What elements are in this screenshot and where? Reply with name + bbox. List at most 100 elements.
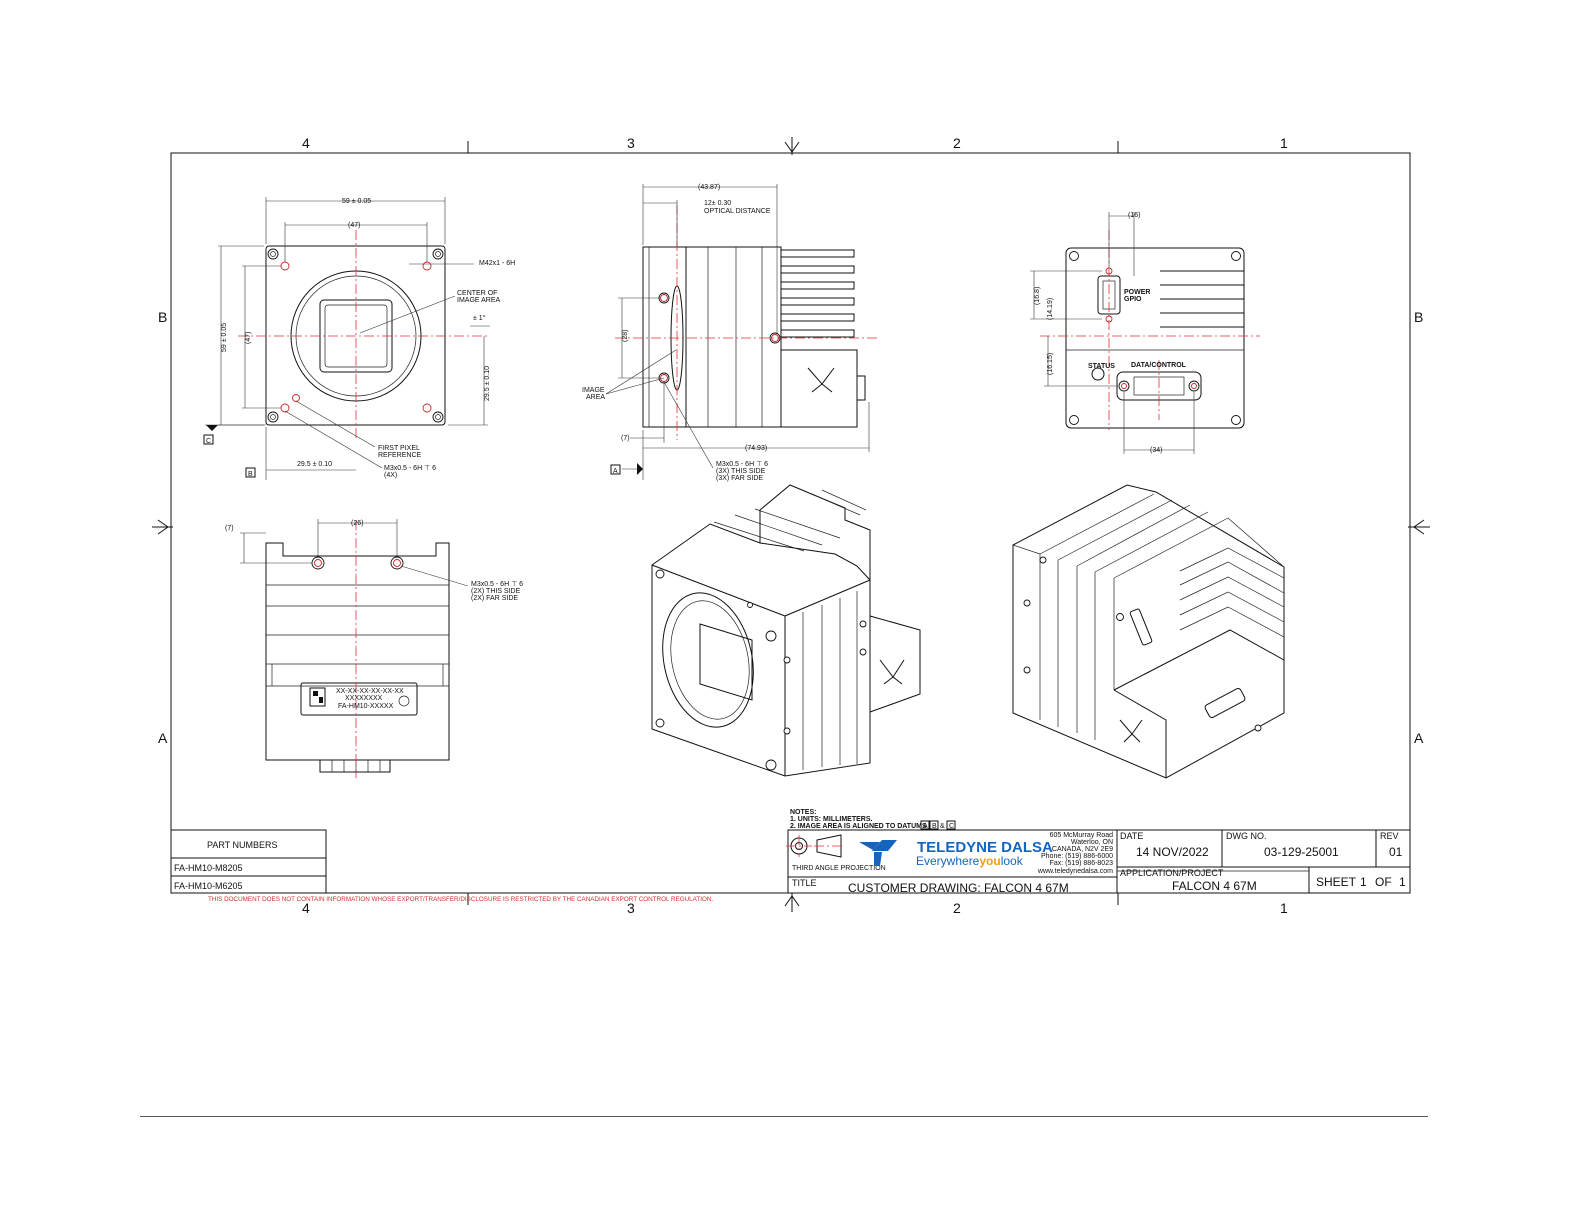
address-line-5: Fax: (519) 886-8023 (1050, 860, 1114, 867)
sheet-label: SHEET (1316, 875, 1357, 889)
application-value: FALCON 4 67M (1172, 879, 1257, 893)
address-line-6: www.teledynedalsa.com (1037, 868, 1113, 875)
company-name: TELEDYNE DALSA (917, 839, 1053, 856)
bottom-screw-callout-1: M3x0.5 - 6H ⊤ 6 (471, 581, 523, 588)
drawing-title: CUSTOMER DRAWING: FALCON 4 67M (848, 881, 1069, 895)
datum-a-label: A (613, 468, 618, 475)
zone-bottom-4: 4 (302, 900, 310, 916)
rear-view (1030, 212, 1260, 454)
zone-top-2: 2 (953, 135, 961, 151)
first-pixel-label-2: REFERENCE (378, 452, 422, 459)
rear-top-dim: (16) (1128, 212, 1140, 219)
front-height-dim: 59 ± 0.05 (221, 323, 228, 352)
product-label-line-1: XX-XX-XX-XX-XX-XX (336, 688, 404, 695)
application-label: APPLICATION/PROJECT (1120, 868, 1224, 878)
export-notice: THIS DOCUMENT DOES NOT CONTAIN INFORMATI… (208, 896, 713, 903)
zone-left-b: B (158, 309, 167, 325)
product-label-line-2: XXXXXXXX (345, 695, 383, 702)
zone-bottom-3: 3 (627, 900, 635, 916)
date-value: 14 NOV/2022 (1136, 845, 1209, 859)
front-screw-callout-2: (4X) (384, 472, 397, 479)
side-optical-dim: 12± 0.30 (704, 200, 731, 207)
bottom-screw-callout-2: (2X) THIS SIDE (471, 588, 521, 595)
front-thread-callout: M42x1 - 6H (479, 260, 515, 267)
company-tagline: Everywhereyoulook (916, 854, 1024, 868)
date-label: DATE (1120, 831, 1143, 841)
front-screw-callout-1: M3x0.5 - 6H ⊤ 6 (384, 465, 436, 472)
centering-arrow-top-icon (784, 137, 800, 155)
zone-top-3: 3 (627, 135, 635, 151)
address-line-4: Phone: (519) 886-6000 (1041, 853, 1113, 860)
side-offset-dim: (7) (621, 435, 630, 442)
bottom-view (240, 519, 469, 778)
side-screw-callout-3: (3X) FAR SIDE (716, 475, 763, 482)
notes-line-1: 1. UNITS: MILLIMETERS. (790, 816, 873, 823)
part-numbers-table (170, 829, 327, 894)
rear-power-label-1: POWER (1124, 289, 1150, 296)
zone-right-a: A (1414, 730, 1424, 746)
front-width-dim: 59 ± 0.05 (342, 198, 371, 205)
bottom-offset-dim: (7) (225, 525, 234, 532)
dwg-no-value: 03-129-25001 (1264, 845, 1339, 859)
address-line-1: 605 McMurray Road (1050, 832, 1114, 839)
side-length-dim: (74.93) (745, 445, 767, 452)
address-line-3: CANADA, N2V 2E9 (1052, 846, 1113, 853)
part-number-2: FA-HM10-M6205 (174, 881, 243, 891)
zone-bottom-2: 2 (953, 900, 961, 916)
centering-arrow-left-icon (152, 519, 173, 535)
rear-power-label-2: GPIO (1124, 296, 1142, 303)
teledyne-logo-icon (859, 840, 897, 866)
side-image-area-label-1: IMAGE (582, 387, 605, 394)
rev-label: REV (1380, 831, 1399, 841)
part-number-1: FA-HM10-M8205 (174, 863, 243, 873)
notes-heading: NOTES: (790, 809, 816, 816)
datum-b-label: B (248, 471, 253, 478)
rear-dim-2: (14.19) (1047, 298, 1054, 320)
front-view (205, 197, 490, 480)
front-half-width-dim: 29.5 ± 0.10 (297, 461, 332, 468)
dwg-no-label: DWG NO. (1226, 831, 1267, 841)
title-label: TITLE (792, 878, 817, 888)
side-screw-callout-1: M3x0.5 - 6H ⊤ 6 (716, 461, 768, 468)
bottom-screw-callout-3: (2X) FAR SIDE (471, 595, 518, 602)
side-image-area-label-2: AREA (586, 394, 605, 401)
datum-a-box (610, 464, 621, 475)
part-numbers-header: PART NUMBERS (207, 840, 278, 850)
rear-bottom-dim: (34) (1150, 447, 1162, 454)
datum-c-label: C (206, 438, 211, 445)
notes-line-2: 2. IMAGE AREA IS ALIGNED TO DATUMS (790, 823, 927, 830)
title-block (787, 829, 1411, 894)
rear-dim-3: (16.15) (1047, 353, 1054, 375)
front-angle-tolerance: ± 1° (473, 314, 486, 322)
centering-arrow-right-icon (1408, 519, 1430, 535)
rear-dim-1: (16.8) (1034, 287, 1041, 305)
first-pixel-label-1: FIRST PIXEL (378, 445, 420, 452)
notes-datum-c: C (949, 823, 954, 830)
datum-b-box (245, 467, 256, 478)
notes-datum-a-box (920, 820, 930, 830)
iso-view-rear (1012, 484, 1285, 779)
iso-view-front (651, 484, 921, 777)
rear-status-label: STATUS (1088, 363, 1115, 370)
rear-data-label: DATA/CONTROL (1131, 362, 1187, 369)
side-screw-callout-2: (3X) THIS SIDE (716, 468, 766, 475)
front-hole-span-v-dim: (47) (245, 332, 252, 344)
centering-arrow-bottom-icon (784, 893, 800, 912)
address-line-2: Waterloo, ON (1071, 839, 1113, 846)
bottom-span-dim: (26) (351, 520, 363, 527)
zone-top-1: 1 (1280, 135, 1288, 151)
side-optical-label: OPTICAL DISTANCE (704, 208, 771, 215)
third-angle-projection-icon (786, 834, 845, 858)
page-footer-rule (140, 1116, 1428, 1117)
zone-left-a: A (158, 730, 168, 746)
zone-right-b: B (1414, 309, 1423, 325)
front-hole-span-dim: (47) (348, 222, 360, 229)
side-hole-v-dim: (28) (622, 330, 629, 342)
notes-datum-a: A (923, 823, 928, 830)
rev-value: 01 (1389, 845, 1403, 859)
of-value: 1 (1399, 875, 1406, 889)
side-view (605, 184, 880, 480)
notes-datum-c-box (946, 820, 956, 830)
